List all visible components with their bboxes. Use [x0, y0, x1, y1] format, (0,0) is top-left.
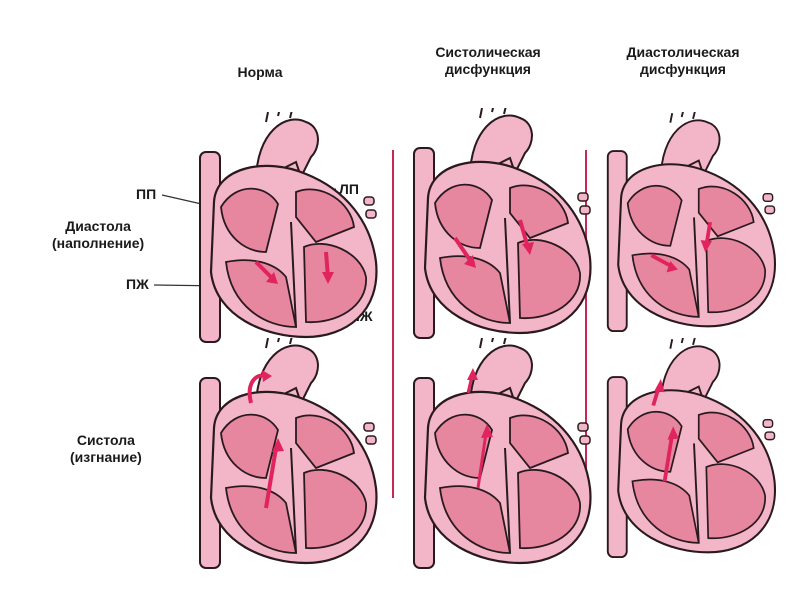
- heart-diastolic-systole: [606, 338, 777, 559]
- column-title-norm: Норма: [237, 64, 283, 80]
- label-ra: ПП: [136, 186, 157, 202]
- column-title-systolic: Систолическая дисфункция: [435, 44, 541, 77]
- flow-arrow: [247, 370, 284, 509]
- column-title-diastolic: Диастолическая дисфункция: [626, 44, 740, 77]
- label-rv: ПЖ: [126, 276, 149, 292]
- heart-diastolic-diastole: [606, 112, 777, 333]
- heart-norm-systole: [198, 338, 378, 570]
- flow-arrow: [651, 378, 679, 482]
- flow-arrow: [650, 221, 712, 273]
- column-divider-right: [585, 150, 587, 498]
- flow-arrow: [453, 219, 534, 268]
- row-title-diastole: Диастола (наполнение): [52, 218, 145, 251]
- row-title-systole: Систола (изгнание): [70, 432, 142, 465]
- flow-arrow: [254, 251, 334, 284]
- label-la: ЛП: [339, 181, 359, 197]
- column-divider-left: [392, 150, 394, 498]
- heart-systolic-systole: [412, 338, 592, 570]
- flow-arrow: [466, 368, 493, 489]
- heart-norm-diastole: [198, 112, 378, 344]
- heart-systolic-diastole: [412, 108, 592, 340]
